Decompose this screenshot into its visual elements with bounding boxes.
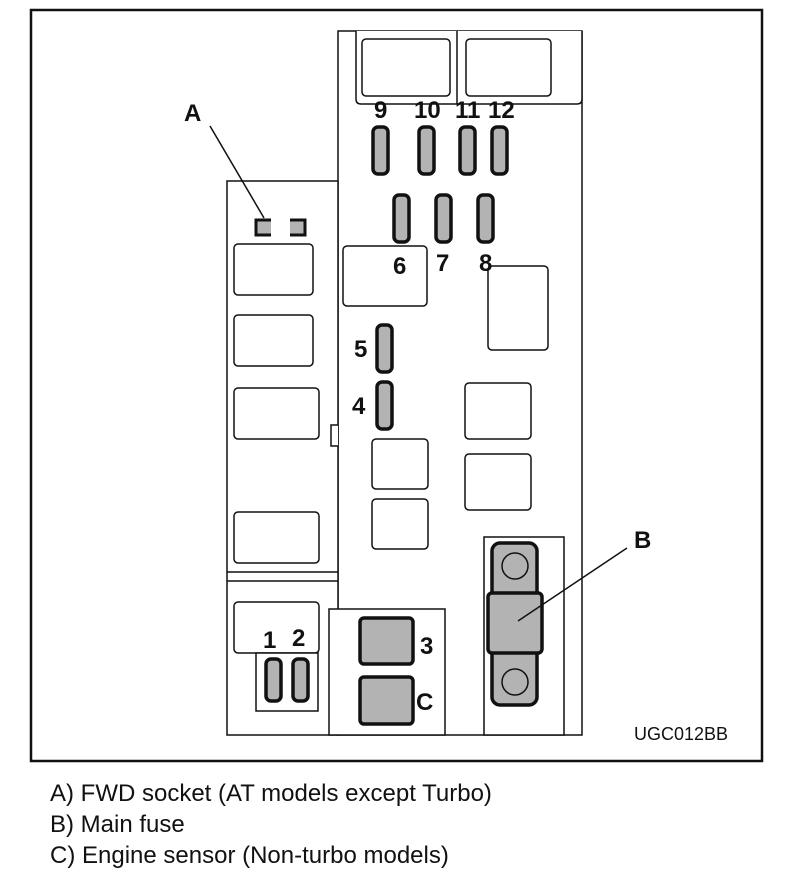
relay-slot: [233, 243, 314, 296]
fuse-12[interactable]: [490, 125, 509, 176]
fuse-number-11: 11: [455, 97, 480, 124]
fuse-3[interactable]: [358, 616, 415, 666]
relay-slot: [487, 265, 549, 351]
legend-text: Engine sensor (Non-turbo models): [82, 842, 449, 869]
leader-line-b: [517, 547, 628, 622]
callout-c: C: [416, 689, 433, 716]
relay-slot: [233, 601, 320, 654]
fuse-number-10: 10: [414, 97, 441, 124]
fuse-8[interactable]: [476, 193, 495, 244]
relay-slot: [233, 511, 320, 564]
fuse-6[interactable]: [392, 193, 411, 244]
fuse-11[interactable]: [458, 125, 477, 176]
figure-code: UGC012BB: [634, 724, 728, 744]
fuse-number-9: 9: [374, 97, 387, 124]
fuse-box-diagram: A B C 9 10 11 12 6 7 8 5 4 1 2 3 UGC012B…: [29, 8, 764, 763]
fuse-4[interactable]: [375, 380, 394, 431]
fuse-number-1: 1: [263, 627, 276, 654]
fuse-number-3: 3: [420, 633, 433, 660]
legend-text: FWD socket (AT models except Turbo): [80, 780, 492, 807]
fuse-5[interactable]: [375, 323, 394, 374]
leader-line-a: [209, 125, 265, 219]
legend-key: C): [50, 842, 76, 869]
fuse-7[interactable]: [434, 193, 453, 244]
relay-slot: [371, 438, 429, 490]
relay-slot: [464, 453, 532, 511]
relay-slot: [233, 314, 314, 367]
fuse-2[interactable]: [291, 657, 310, 703]
fuse-number-8: 8: [479, 250, 492, 277]
main-fuse-b[interactable]: [486, 541, 544, 707]
legend-key: B): [50, 811, 74, 838]
fwd-socket-a[interactable]: [254, 218, 307, 237]
bolt-hole-icon: [501, 668, 529, 696]
legend-item-c: C) Engine sensor (Non-turbo models): [50, 840, 492, 871]
callout-b: B: [634, 527, 651, 554]
legend-text: Main fuse: [80, 811, 185, 838]
relay-slot: [361, 38, 451, 97]
legend-key: A): [50, 780, 74, 807]
fuse-number-5: 5: [354, 336, 367, 363]
fuse-number-6: 6: [393, 253, 406, 280]
relay-slot: [465, 38, 552, 97]
fuse-number-7: 7: [436, 250, 449, 277]
housing-notch: [330, 424, 338, 447]
legend-item-a: A) FWD socket (AT models except Turbo): [50, 778, 492, 809]
relay-slot: [464, 382, 532, 440]
fuse-number-12: 12: [488, 97, 515, 124]
fuse-10[interactable]: [417, 125, 436, 176]
fuse-1[interactable]: [264, 657, 283, 703]
legend-item-b: B) Main fuse: [50, 809, 492, 840]
legend: A) FWD socket (AT models except Turbo) B…: [50, 778, 492, 871]
callout-a: A: [184, 100, 201, 127]
relay-slot: [342, 245, 428, 307]
fuse-number-2: 2: [292, 625, 305, 652]
fuse-9[interactable]: [371, 125, 390, 176]
relay-slot: [233, 387, 320, 440]
fuse-number-4: 4: [352, 393, 366, 420]
relay-slot: [371, 498, 429, 550]
engine-sensor-fuse-c[interactable]: [358, 675, 415, 726]
bolt-hole-icon: [501, 552, 529, 580]
